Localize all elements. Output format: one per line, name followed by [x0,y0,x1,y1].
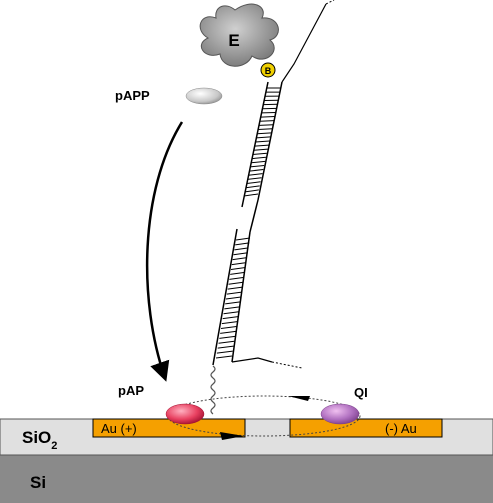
dna-rung [253,148,268,151]
dna-rung [248,173,263,176]
cathode-electrode [289,418,443,438]
dna-rung [245,185,260,189]
dna-rung [220,326,237,329]
dna-rung [250,164,265,168]
dna-strand-bottom-dashed [271,361,303,369]
dna-rung [229,276,245,280]
dna-rung [230,267,246,270]
dna-rung [215,355,233,359]
dna-rung [258,128,273,131]
dna-rung [244,189,259,193]
surface-linker [210,365,216,415]
cycle-arrow-bottom-icon [220,432,244,440]
enzyme-shape-icon: E [199,3,279,67]
dna-rung [246,181,261,185]
dna-rung [222,316,239,320]
si-label: Si [30,473,46,492]
biotin-circle-icon [260,62,276,78]
dna-rung [224,306,240,310]
dna-rung [217,345,234,349]
pAPP-label: pAPP [115,88,150,103]
dna-strand-top [281,3,327,83]
dna-rung [220,330,236,334]
dna-strand-bottom [231,357,273,363]
biotin-label: B [265,66,272,76]
pAP-label: pAP [118,383,144,398]
dna-rung [216,350,233,354]
dna-rung [228,281,244,285]
dna-rung [259,120,274,122]
dna-rung [225,296,242,300]
dna-rung [249,169,264,172]
dna-rung [221,321,238,325]
dna-rung [232,257,248,261]
dna-rung [234,247,249,251]
dna-rung [235,237,251,241]
redox-cycle-loop [167,395,361,437]
dna-ladder-upper [241,81,283,208]
dna-rung [251,160,266,164]
anode-label: Au (+) [101,421,137,436]
dna-strand-top-dashed [325,0,335,5]
QI-label: QI [354,385,368,400]
sio2-label: SiO2 [22,428,57,452]
pAP-molecule [165,403,205,425]
dna-rung [226,291,242,295]
dna-rung [230,271,245,275]
dna-rung [255,140,270,143]
dna-rung [254,144,269,147]
dna-ladder-lower [212,199,259,366]
dna-rung [225,301,241,305]
conversion-arrow [145,121,184,382]
si-layer [0,455,493,503]
cycle-arrow-top-icon [288,396,310,401]
dna-rung [219,335,236,339]
pAPP-molecule [185,87,223,105]
dna-rung [252,152,267,155]
dna-rung [235,242,250,246]
QI-molecule [320,403,360,425]
dna-rung [256,136,271,139]
dna-rung [243,193,259,197]
dna-rung [218,340,235,344]
enzyme-label: E [228,31,239,50]
dna-rung [227,286,243,290]
dna-rung [231,262,247,266]
dna-rung [259,124,274,126]
dna-rung [257,132,272,135]
dna-rung [251,156,267,160]
dna-rung [247,177,262,180]
cathode-label: (-) Au [385,421,417,436]
dna-rung [223,311,239,315]
dna-rung [233,252,248,256]
dna-rung [260,116,275,118]
